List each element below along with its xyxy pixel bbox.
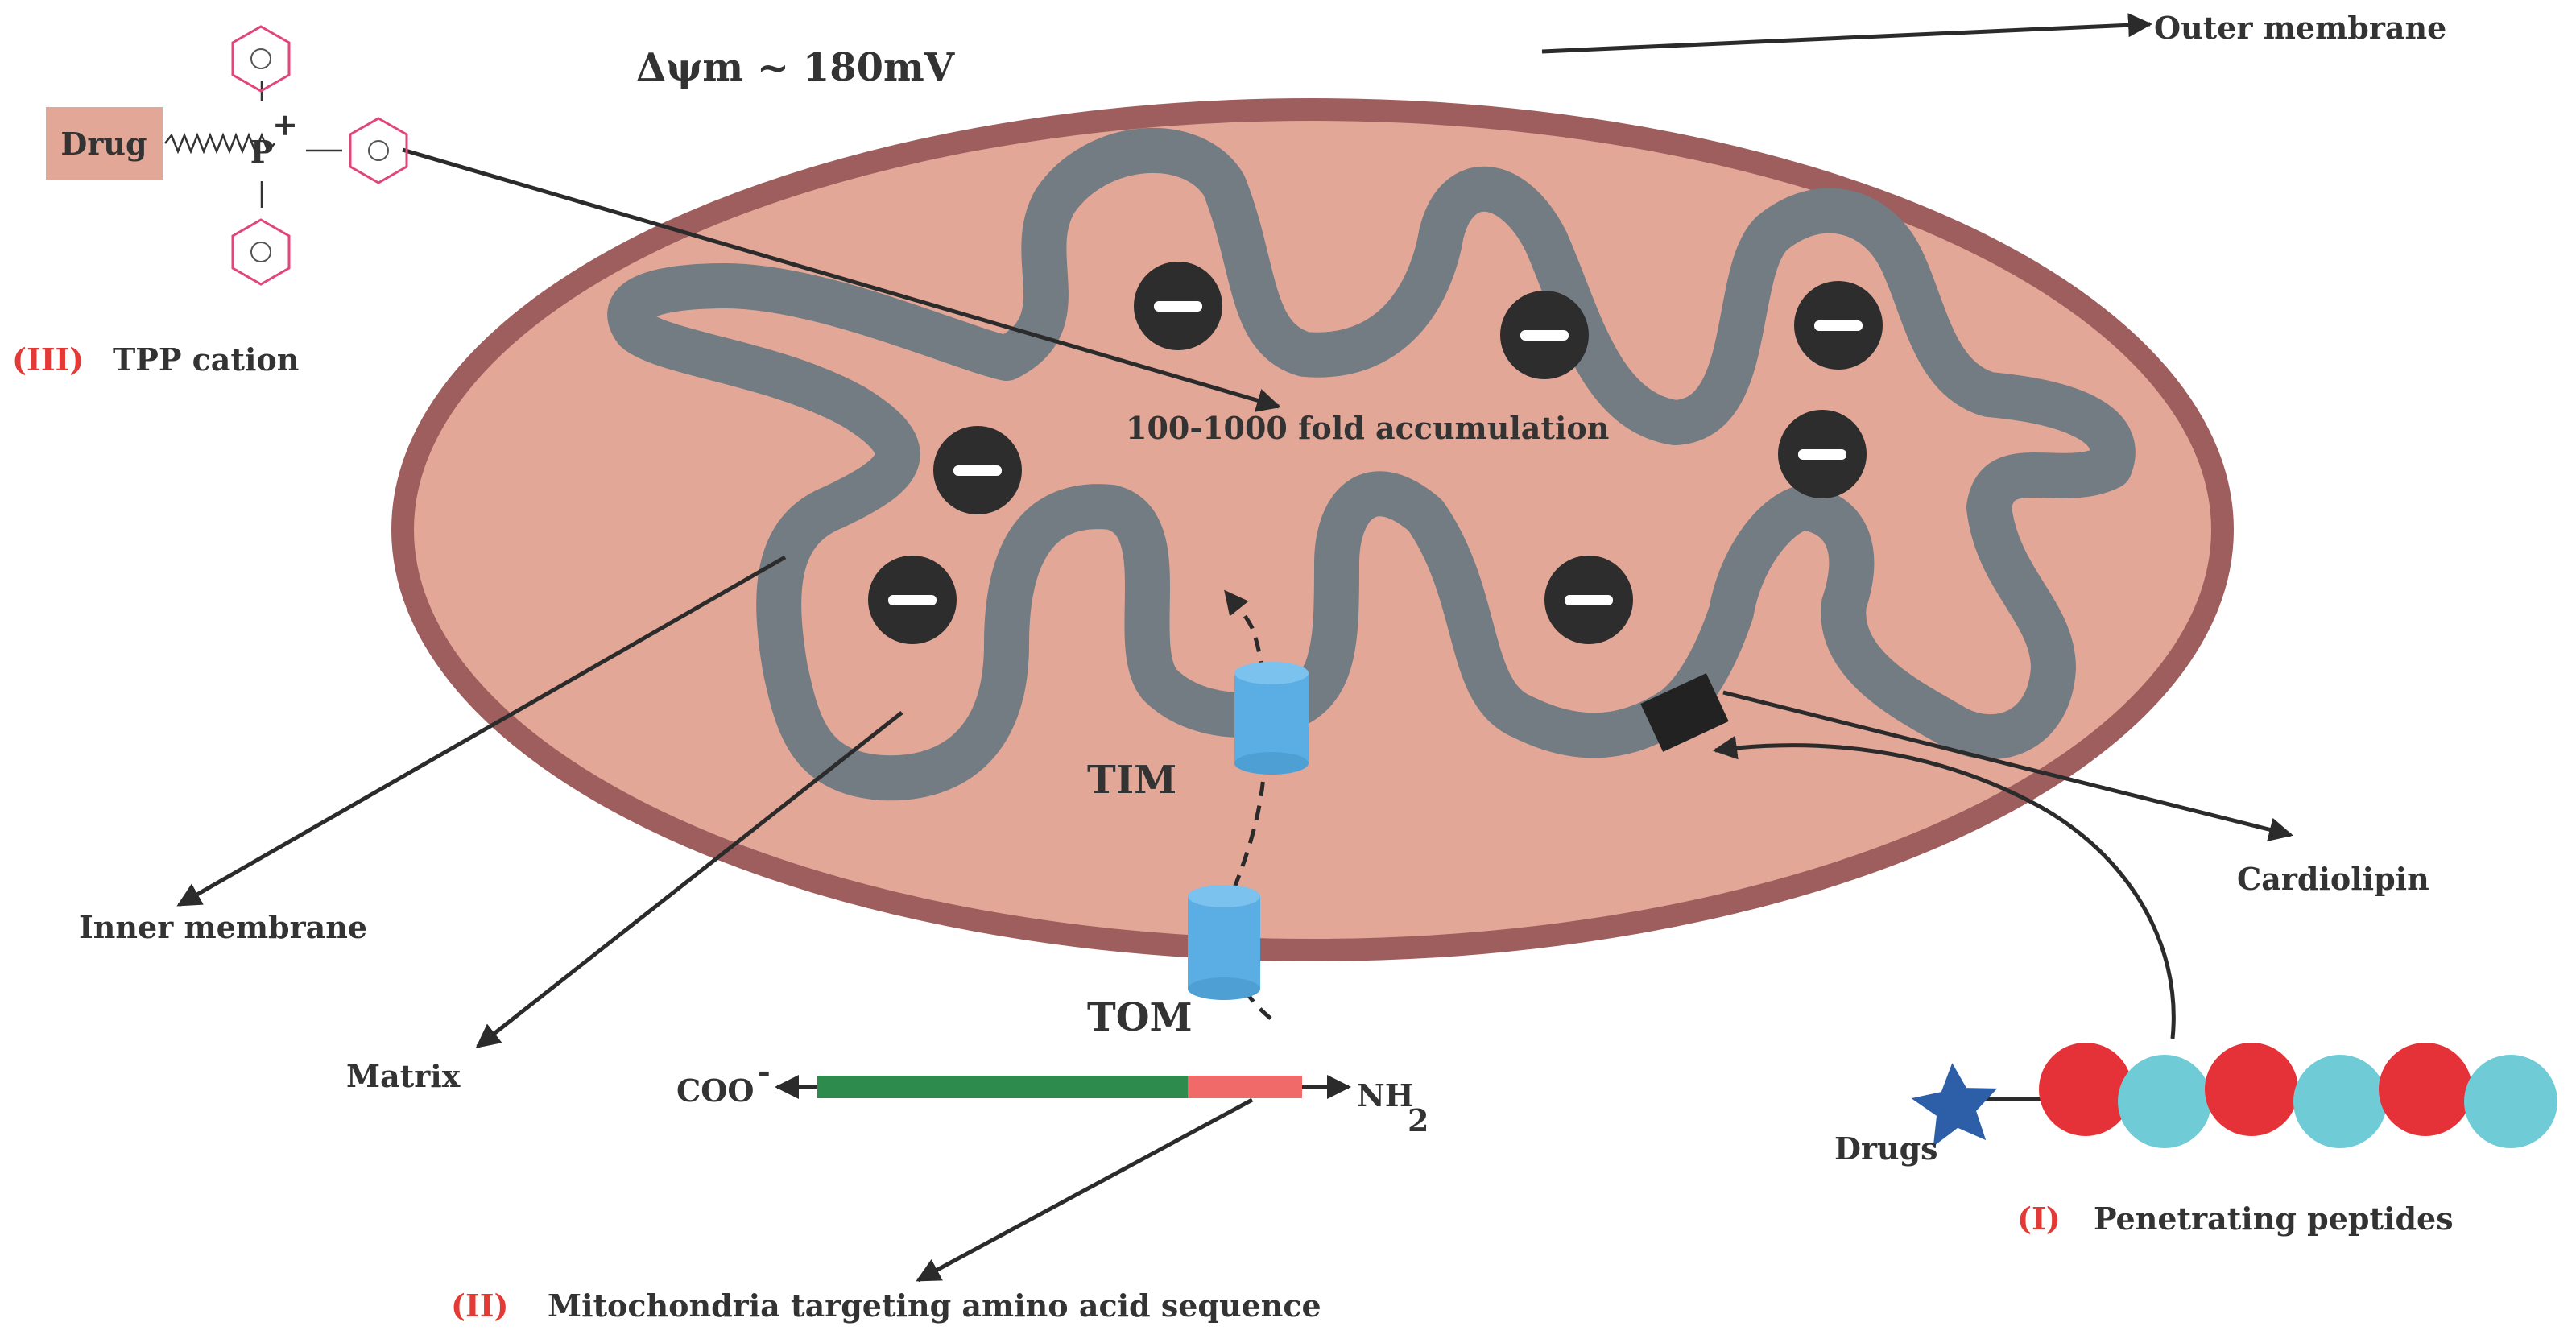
outer-membrane-label: Outer membrane bbox=[2154, 10, 2446, 46]
drug-box bbox=[46, 107, 163, 180]
peptide-chain bbox=[1911, 1043, 2557, 1148]
linker-zigzag bbox=[164, 132, 275, 155]
phosphorus-label: P bbox=[250, 134, 274, 170]
peptide-residue bbox=[2464, 1055, 2557, 1148]
sequence-numeral: (II) bbox=[451, 1287, 509, 1324]
tpp-structure bbox=[46, 25, 408, 286]
peptides-numeral: (I) bbox=[2017, 1200, 2061, 1237]
cardiolipin-label: Cardiolipin bbox=[2237, 861, 2429, 897]
peptide-residue bbox=[2118, 1055, 2211, 1148]
peptide-residue bbox=[2379, 1043, 2472, 1136]
tpp-title: TPP cation bbox=[113, 341, 299, 378]
inner-membrane bbox=[607, 128, 2136, 801]
drug-star bbox=[1911, 1063, 1998, 1147]
negative-charge bbox=[1134, 262, 1222, 350]
sequence-title: Mitochondria targeting amino acid sequen… bbox=[548, 1287, 1321, 1324]
phenyl-ring bbox=[231, 25, 291, 93]
peptide-residue bbox=[2293, 1055, 2387, 1148]
negative-charge bbox=[1500, 291, 1589, 379]
peptide-residue bbox=[2039, 1043, 2132, 1136]
tom-label: TOM bbox=[1087, 995, 1193, 1040]
outer-membrane bbox=[391, 98, 2234, 961]
peptide-residue bbox=[2205, 1043, 2298, 1136]
targeting-sequence bbox=[775, 1075, 1351, 1099]
peptides-title: Penetrating peptides bbox=[2094, 1200, 2454, 1237]
membrane-potential: Δψm ~ 180mV bbox=[636, 45, 955, 90]
matrix-label: Matrix bbox=[346, 1058, 461, 1094]
drug-label: Drug bbox=[60, 126, 147, 162]
negative-charge bbox=[868, 556, 957, 644]
phenyl-ring bbox=[349, 117, 408, 184]
phosphorus-charge: + bbox=[272, 106, 298, 143]
pointer-lines bbox=[176, 13, 2293, 1283]
tim-label: TIM bbox=[1087, 758, 1176, 803]
sequence-body bbox=[817, 1076, 1188, 1098]
nh-subscript: 2 bbox=[1408, 1102, 1429, 1138]
cardiolipin-block bbox=[1640, 673, 1729, 752]
tpp-numeral: (III) bbox=[12, 341, 84, 378]
coo-charge: - bbox=[758, 1053, 771, 1089]
negative-charge bbox=[1794, 281, 1883, 370]
negative-charge bbox=[933, 426, 1022, 514]
drugs-label: Drugs bbox=[1834, 1130, 1938, 1167]
coo-label: COO bbox=[676, 1072, 754, 1109]
signal-sequence bbox=[1188, 1076, 1302, 1098]
negative-charge bbox=[1778, 410, 1867, 498]
nh-label: NH bbox=[1357, 1077, 1414, 1114]
phenyl-ring bbox=[231, 218, 291, 286]
accumulation-label: 100-1000 fold accumulation bbox=[1126, 410, 1609, 446]
tim-channel bbox=[1234, 662, 1309, 775]
inner-membrane-label: Inner membrane bbox=[79, 909, 367, 945]
negative-charge bbox=[1544, 556, 1633, 644]
negative-charges bbox=[868, 262, 1883, 644]
tom-channel bbox=[1188, 885, 1260, 1000]
